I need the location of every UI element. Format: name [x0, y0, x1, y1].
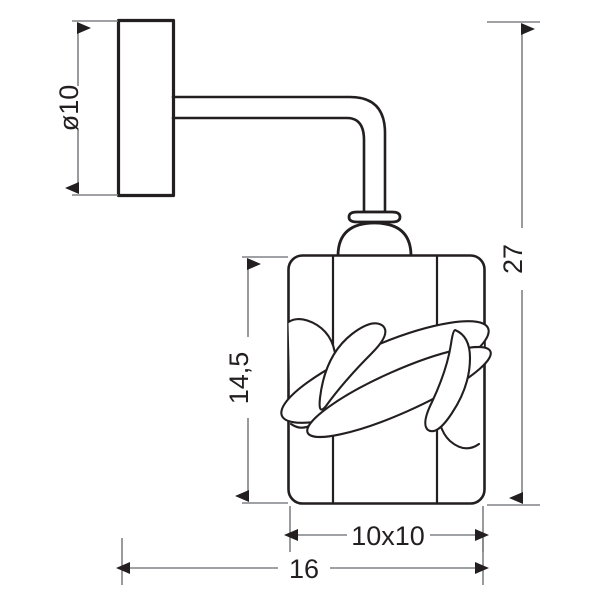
dome-cap	[336, 221, 413, 258]
dimension-total-height-27: 27	[487, 21, 540, 506]
leaf-upper-left-sweep	[318, 322, 387, 411]
arm-inner-wall	[171, 116, 366, 214]
dim-label-total-height-27: 27	[498, 244, 528, 274]
wall-mount-plate	[116, 18, 176, 198]
leaf-ornament-pattern	[280, 318, 492, 450]
leaf-upper-right-sweep	[424, 328, 472, 433]
dimension-projection-16: 16	[116, 538, 489, 585]
lamp-geometry	[116, 18, 492, 505]
collar-ring	[347, 210, 402, 224]
dimension-shade-width-10x10: 10x10	[284, 506, 489, 552]
dim-label-projection-16: 16	[289, 554, 319, 584]
arm-outer-wall	[171, 95, 387, 214]
dimension-diameter-10: ø10	[54, 20, 118, 196]
dim-label-diameter-10: ø10	[54, 85, 84, 132]
dim-label-shade-width-10x10: 10x10	[351, 521, 425, 551]
dimension-height-14-5: 14,5	[224, 256, 288, 504]
dim-label-height-14-5: 14,5	[224, 352, 254, 405]
